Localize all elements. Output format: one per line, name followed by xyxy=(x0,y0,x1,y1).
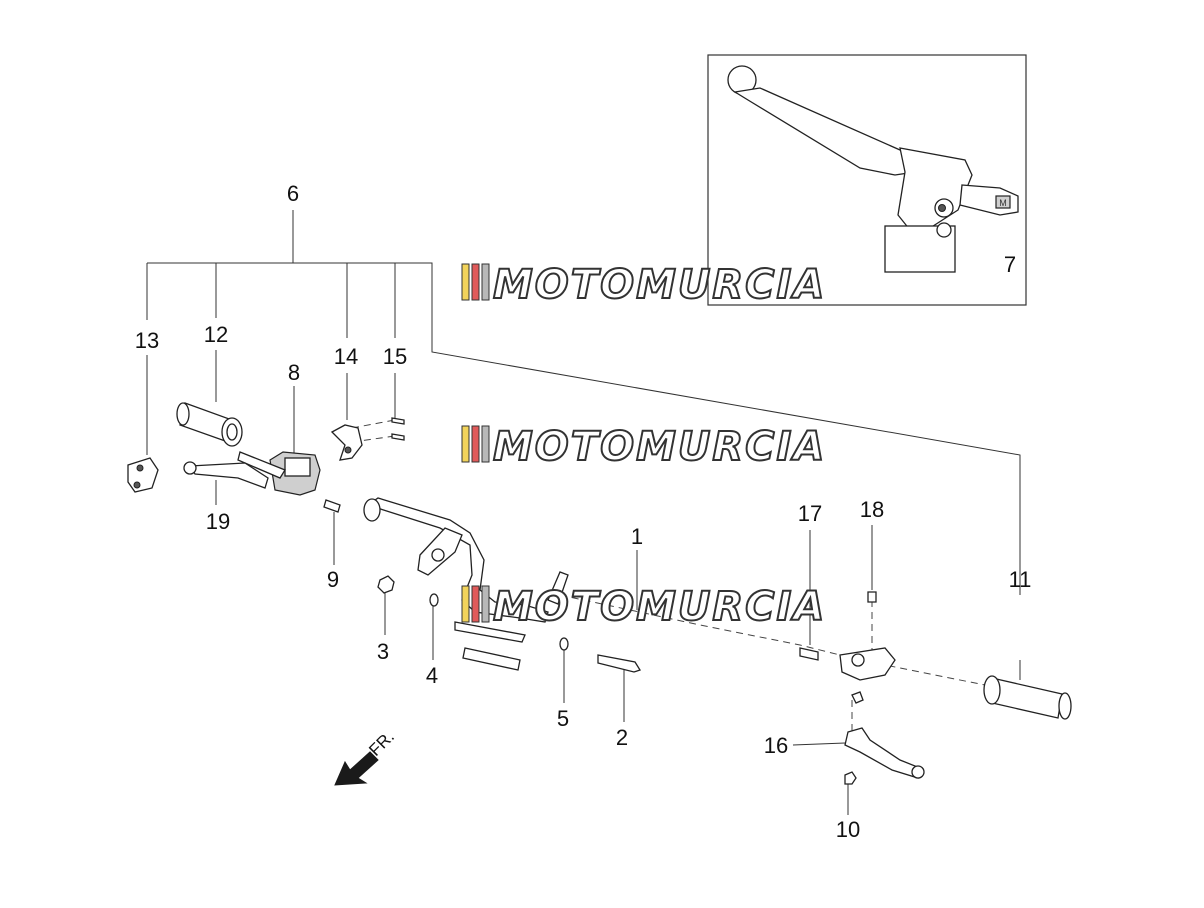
bolt-2 xyxy=(597,654,641,673)
callout-16: 16 xyxy=(764,733,788,758)
clamp-cover-and-screws xyxy=(330,417,405,461)
watermark-top: MOTOMURCIA xyxy=(461,261,826,309)
callout-17: 17 xyxy=(798,501,822,526)
front-direction-arrow: FR. xyxy=(334,727,398,786)
leader-lines xyxy=(146,210,1021,815)
small-hardware xyxy=(377,575,569,651)
inset-connector-tag: M xyxy=(999,198,1007,208)
callout-15: 15 xyxy=(383,344,407,369)
watermark-text: MOTOMURCIA xyxy=(493,424,826,470)
callout-4: 4 xyxy=(426,663,438,688)
callout-7: 7 xyxy=(1004,252,1016,277)
left-grip xyxy=(176,402,243,447)
callout-13: 13 xyxy=(135,328,159,353)
callout-11: 11 xyxy=(1009,567,1032,592)
left-master-cylinder xyxy=(183,451,321,496)
callout-10: 10 xyxy=(836,817,860,842)
callout-2: 2 xyxy=(616,725,628,750)
watermark-text: MOTOMURCIA xyxy=(493,584,826,630)
watermark-middle: MOTOMURCIA xyxy=(461,423,826,471)
callout-14: 14 xyxy=(334,344,358,369)
callout-6: 6 xyxy=(287,181,299,206)
watermark-bottom: MOTOMURCIA xyxy=(461,583,826,631)
switch-rod xyxy=(462,647,521,671)
inset-clutch-lever-box: M xyxy=(707,54,1027,306)
callout-labels: 1 2 3 4 5 6 7 8 9 10 11 12 13 14 15 16 1… xyxy=(135,181,1032,842)
callout-1: 1 xyxy=(631,524,643,549)
callout-5: 5 xyxy=(557,706,569,731)
left-clamp xyxy=(127,457,159,493)
watermark-text: MOTOMURCIA xyxy=(493,262,826,308)
callout-9: 9 xyxy=(327,567,339,592)
callout-12: 12 xyxy=(204,322,228,347)
screw-9 xyxy=(323,499,341,513)
callout-19: 19 xyxy=(206,509,230,534)
right-control-assembly xyxy=(799,591,925,785)
callout-8: 8 xyxy=(288,360,300,385)
handlebar-tube xyxy=(363,497,569,643)
callout-18: 18 xyxy=(860,497,884,522)
right-grip xyxy=(983,675,1072,720)
callout-3: 3 xyxy=(377,639,389,664)
